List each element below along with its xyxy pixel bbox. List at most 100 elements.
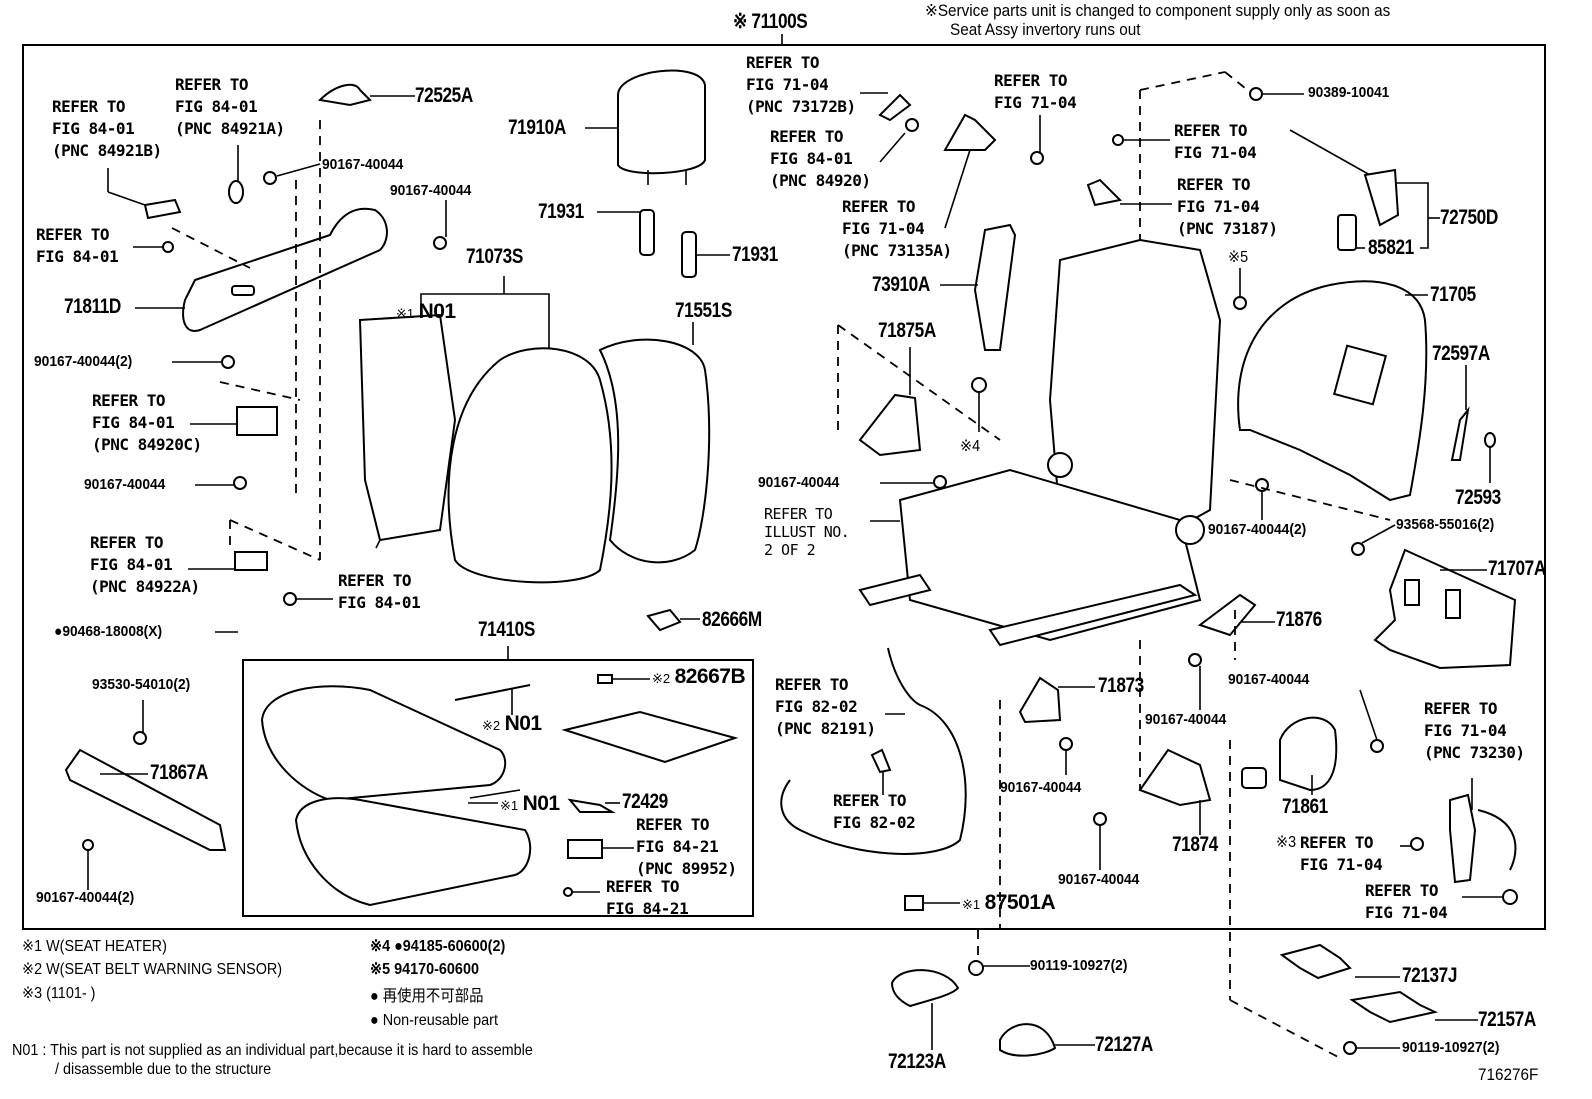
part-72525a[interactable]: 72525A — [415, 84, 473, 107]
n01-label: N01 — [504, 712, 543, 735]
ref-fig-84-01-pnc-84920[interactable]: REFER TO FIG 84-01 (PNC 84920) — [770, 127, 871, 190]
part-72123a[interactable]: 72123A — [888, 1050, 946, 1073]
board-hole-shape — [1404, 579, 1420, 606]
ref-fig-84-21-pnc-89952[interactable]: REFER TO FIG 84-21 (PNC 89952) — [636, 815, 737, 878]
screw-shape — [1370, 739, 1384, 753]
hinge-cover-73172b-shape — [878, 93, 912, 122]
legend-note-1: ※1 W(SEAT HEATER) — [22, 938, 167, 955]
ref-fig-84-01-pnc-84921a[interactable]: REFER TO FIG 84-01 (PNC 84921A) — [175, 75, 285, 138]
part-90167-40044[interactable]: 90167-40044 — [1058, 871, 1140, 888]
ref-fig-84-01-pnc-84922a[interactable]: REFER TO FIG 84-01 (PNC 84922A) — [90, 533, 200, 596]
leader-71073s — [420, 293, 550, 350]
part-93530-54010-2[interactable]: 93530-54010(2) — [92, 676, 191, 693]
part-90389-10041[interactable]: 90389-10041 — [1308, 84, 1390, 101]
part-90167-40044[interactable]: 90167-40044 — [1145, 711, 1227, 728]
part-90167-40044[interactable]: 90167-40044 — [322, 156, 404, 173]
part-72127a[interactable]: 72127A — [1095, 1033, 1153, 1056]
part-90167-40044[interactable]: 90167-40044 — [390, 182, 472, 199]
guide-71931-shape — [639, 209, 655, 256]
part-72593[interactable]: 72593 — [1455, 486, 1501, 509]
part-71551s-seatback-cover[interactable]: 71551S — [675, 299, 732, 322]
part-71811d[interactable]: 71811D — [64, 295, 121, 318]
part-71707a[interactable]: 71707A — [1488, 557, 1546, 580]
ref-fig-82-02-pnc-82191[interactable]: REFER TO FIG 82-02 (PNC 82191) — [775, 675, 876, 738]
part-72429[interactable]: 72429 — [622, 790, 668, 813]
part-72137j[interactable]: 72137J — [1402, 964, 1458, 987]
part-82666m[interactable]: 82666M — [702, 608, 762, 631]
part-90167-40044[interactable]: 90167-40044 — [1000, 779, 1082, 796]
legend-note-5: ※5 94170-60600 — [370, 961, 479, 978]
part-72157a[interactable]: 72157A — [1478, 1008, 1536, 1031]
part-71874[interactable]: 71874 — [1172, 833, 1218, 856]
ref-fig-84-01-pnc-84920c[interactable]: REFER TO FIG 84-01 (PNC 84920C) — [92, 391, 202, 454]
part-90167-40044-2[interactable]: 90167-40044(2) — [34, 353, 133, 370]
cover-71876-shape — [1197, 593, 1257, 637]
ref-fig-84-21[interactable]: REFER TO FIG 84-21 — [606, 877, 689, 918]
ref-fig-82-02[interactable]: REFER TO FIG 82-02 — [833, 791, 916, 832]
part-71705-back-board[interactable]: 71705 — [1430, 283, 1476, 306]
ref-fig-71-04-belt[interactable]: REFER TO FIG 71-04 — [1365, 881, 1448, 922]
part-90468-18008-non-reusable[interactable]: ●90468-18008(X) — [54, 623, 163, 640]
assembly-part-71100s[interactable]: ※ 71100S — [733, 10, 808, 34]
nut-shape — [1112, 134, 1124, 146]
part-73910a[interactable]: 73910A — [872, 273, 930, 296]
part-71873[interactable]: 71873 — [1098, 674, 1144, 697]
part-72597a[interactable]: 72597A — [1432, 342, 1490, 365]
cover-72137j-shape — [1279, 943, 1352, 980]
switch-84920-shape — [905, 118, 919, 132]
switch-84920c-shape — [236, 406, 278, 436]
part-71931-guide[interactable]: 71931 — [732, 243, 778, 266]
connector-shape — [1241, 767, 1267, 789]
screw-shape — [1059, 737, 1073, 751]
n01-seat-heater-cushion[interactable]: ※1 N01 — [500, 792, 560, 816]
n01-seat-heater-back[interactable]: ※1 N01 — [396, 300, 456, 324]
part-90167-40044[interactable]: 90167-40044 — [84, 476, 166, 493]
ref-fig-84-01-bolt[interactable]: REFER TO FIG 84-01 — [338, 571, 421, 612]
part-71073s-seatback-pad[interactable]: 71073S — [466, 245, 523, 268]
mark-3[interactable]: ※3 — [1276, 834, 1297, 851]
ref-fig-84-01[interactable]: REFER TO FIG 84-01 — [36, 225, 119, 266]
ref-fig-71-04-pnc-73187[interactable]: REFER TO FIG 71-04 (PNC 73187) — [1177, 175, 1278, 238]
part-90167-40044-2[interactable]: 90167-40044(2) — [1208, 521, 1307, 538]
bolt-shape — [1030, 151, 1044, 165]
part-71867a[interactable]: 71867A — [150, 761, 208, 784]
mark-5[interactable]: ※5 — [1228, 249, 1249, 266]
release-rod-shape — [1289, 129, 1371, 176]
part-90167-40044[interactable]: 90167-40044 — [1228, 671, 1310, 688]
legend-note-4: ※4 ●94185-60600(2) — [370, 938, 506, 955]
part-82667b[interactable]: ※2 82667B — [652, 665, 746, 689]
ref-fig-71-04-nut[interactable]: REFER TO FIG 71-04 — [1174, 121, 1257, 162]
mark-4[interactable]: ※4 — [960, 438, 981, 455]
back-board-71705-shape — [1237, 280, 1428, 502]
inner-cover-71867a-shape — [64, 748, 227, 851]
knob-72525a-shape — [317, 83, 372, 107]
part-90119-10927-2[interactable]: 90119-10927(2) — [1402, 1039, 1500, 1056]
part-85821[interactable]: 85821 — [1368, 236, 1414, 259]
part-71931-guide[interactable]: 71931 — [538, 200, 584, 223]
assembly-mark: ※ — [733, 10, 748, 33]
ref-fig-71-04-pnc-73172b[interactable]: REFER TO FIG 71-04 (PNC 73172B) — [746, 53, 856, 116]
legend-non-reusable-jp: ● 再使用不可部品 — [370, 988, 484, 1005]
part-90167-40044[interactable]: 90167-40044 — [758, 474, 840, 491]
part-87501a[interactable]: ※1 87501A — [962, 891, 1056, 915]
part-71861[interactable]: 71861 — [1282, 795, 1328, 818]
part-90119-10927-2[interactable]: 90119-10927(2) — [1030, 957, 1128, 974]
part-71875a[interactable]: 71875A — [878, 319, 936, 342]
ref-illust-no-2-of-2[interactable]: REFER TO ILLUST NO. 2 OF 2 — [764, 505, 850, 559]
part-71876[interactable]: 71876 — [1276, 608, 1322, 631]
part-93568-55016-2[interactable]: 93568-55016(2) — [1396, 516, 1495, 533]
ref-fig-71-04-mark3[interactable]: REFER TO FIG 71-04 — [1300, 833, 1383, 874]
ref-fig-84-01-pnc-84921b[interactable]: REFER TO FIG 84-01 (PNC 84921B) — [52, 97, 162, 160]
screw-shape — [82, 839, 94, 851]
part-72750d[interactable]: 72750D — [1440, 206, 1498, 229]
clip-72429-shape — [567, 798, 616, 813]
part-71910a-headrest[interactable]: 71910A — [508, 116, 566, 139]
ref-fig-71-04-pnc-73135a[interactable]: REFER TO FIG 71-04 (PNC 73135A) — [842, 197, 952, 260]
n01-seat-belt-sensor[interactable]: ※2 N01 — [482, 712, 542, 736]
ref-fig-71-04[interactable]: REFER TO FIG 71-04 — [994, 71, 1077, 112]
ref-fig-71-04-pnc-73230[interactable]: REFER TO FIG 71-04 (PNC 73230) — [1424, 699, 1525, 762]
guide-line — [1229, 999, 1341, 1059]
part-90167-40044-2[interactable]: 90167-40044(2) — [36, 889, 135, 906]
part-71410s-seat-cushion[interactable]: 71410S — [478, 618, 535, 641]
service-note-line2: Seat Assy invertory runs out — [950, 20, 1141, 39]
